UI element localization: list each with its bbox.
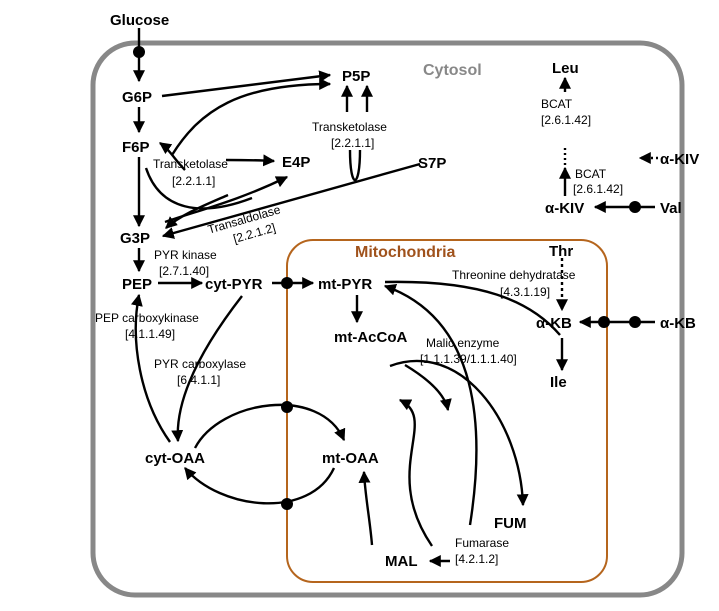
tca-branch xyxy=(404,363,452,412)
mt-pyr-label: mt-PYR xyxy=(318,276,372,293)
threonine-dehydratase-name: Threonine dehydratase xyxy=(452,268,576,282)
mtpyr-to-akb-curve xyxy=(384,280,561,336)
oaa-transport-dot-bottom xyxy=(281,498,293,510)
malic-enzyme-ec: [1.1.1.39/1.1.1.40] xyxy=(420,352,517,366)
g3p-label: G3P xyxy=(120,230,150,247)
fumarase-name: Fumarase xyxy=(455,536,509,550)
oaa-shuttle-out xyxy=(184,467,336,505)
cytosol-compartment xyxy=(90,40,685,598)
bcat-lower-name: BCAT xyxy=(575,167,607,181)
mt-oaa-label: mt-OAA xyxy=(322,450,379,467)
mt-accoa-label: mt-AcCoA xyxy=(334,329,407,346)
cytosol-label: Cytosol xyxy=(423,62,482,79)
oaa-transport-dot-top xyxy=(281,401,293,413)
mal-label: MAL xyxy=(385,553,418,570)
ile-label: Ile xyxy=(550,374,567,391)
oaa-shuttle-in xyxy=(193,403,346,449)
glucose-label: Glucose xyxy=(110,12,169,29)
malic-enzyme-name: Malic enzyme xyxy=(426,336,500,350)
pep-carboxykinase-arrow xyxy=(131,293,171,443)
malic-enzyme-arrow xyxy=(383,284,478,526)
tca-arrow xyxy=(389,359,529,507)
cyt-oaa-label: cyt-OAA xyxy=(145,450,205,467)
transketolase-e4p-name: Transketolase xyxy=(153,157,228,171)
threonine-dehydratase-ec: [4.3.1.19] xyxy=(500,285,550,299)
g6p-to-p5p-arrow xyxy=(161,70,332,98)
g6p-label: G6P xyxy=(122,89,152,106)
bcat-lower-ec: [2.6.1.42] xyxy=(573,182,623,196)
fum-label: FUM xyxy=(494,515,527,532)
pep-carboxykinase-name: PEP carboxykinase xyxy=(95,311,199,325)
pyr-carboxylase-ec: [6.4.1.1] xyxy=(177,373,220,387)
transketolase-p5p-name: Transketolase xyxy=(312,120,387,134)
s7p-to-g3p-arrow xyxy=(161,162,421,239)
val-transport-dot xyxy=(629,201,641,213)
to-e4p-arrow xyxy=(225,154,276,167)
e4p-label: E4P xyxy=(282,154,310,171)
transketolase-e4p-ec: [2.2.1.1] xyxy=(172,174,215,188)
pyr-carboxylase-arrow xyxy=(171,295,243,443)
mal-up-arrow xyxy=(358,470,374,546)
pyr-carboxylase-name: PYR carboxylase xyxy=(154,357,246,371)
f6p-to-p5p-arrow xyxy=(170,78,332,156)
pyr-kinase-ec: [2.7.1.40] xyxy=(159,264,209,278)
f6p-label: F6P xyxy=(122,139,150,156)
mal-to-mtoaa-arrow xyxy=(398,398,433,547)
cyt-pyr-label: cyt-PYR xyxy=(205,276,263,293)
akiv-label: α-KIV xyxy=(545,200,584,217)
f6p-to-transaldolase-curve xyxy=(144,167,253,210)
leu-label: Leu xyxy=(552,60,579,77)
p5p-label: P5P xyxy=(342,68,370,85)
mitochondria-label: Mitochondria xyxy=(355,244,456,261)
bcat-upper-ec: [2.6.1.42] xyxy=(541,113,591,127)
s7p-label: S7P xyxy=(418,155,446,172)
akb-transport-dot-2 xyxy=(629,316,641,328)
akiv-external-label: α-KIV xyxy=(660,151,699,168)
pyr-transport-dot xyxy=(281,277,293,289)
transketolase-loop xyxy=(348,149,362,182)
val-label: Val xyxy=(660,200,682,217)
to-f6p-arrow xyxy=(159,142,186,171)
glucose-transport-dot xyxy=(133,46,145,58)
akb-external-label: α-KB xyxy=(660,315,696,332)
pyr-kinase-name: PYR kinase xyxy=(154,248,217,262)
akb-mito-label: α-KB xyxy=(536,315,572,332)
akb-transport-dot-1 xyxy=(598,316,610,328)
fumarase-ec: [4.2.1.2] xyxy=(455,552,498,566)
transketolase-p5p-ec: [2.2.1.1] xyxy=(331,136,374,150)
thr-label: Thr xyxy=(549,243,573,260)
pep-carboxykinase-ec: [4.1.1.49] xyxy=(125,327,175,341)
bcat-upper-name: BCAT xyxy=(541,97,573,111)
pep-label: PEP xyxy=(122,276,152,293)
g3p-side-arrow xyxy=(165,193,229,229)
